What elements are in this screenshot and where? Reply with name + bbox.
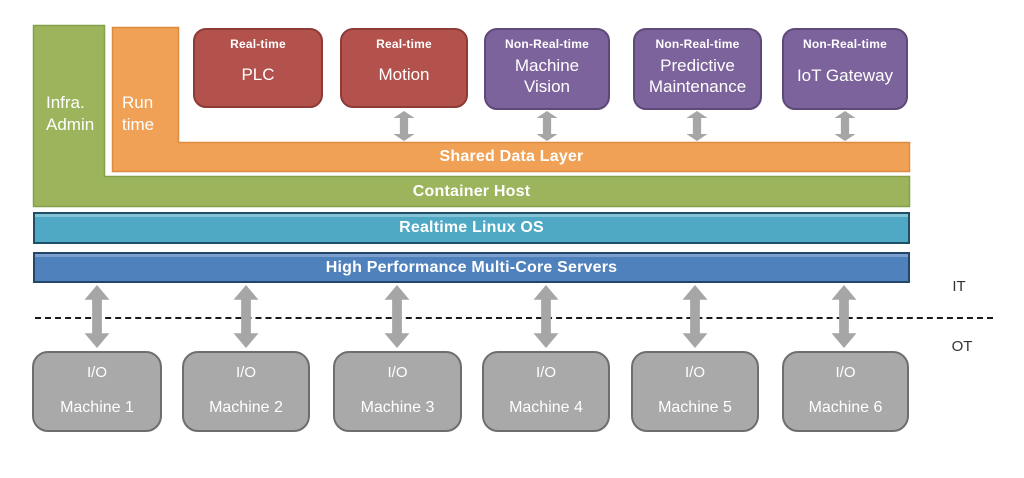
machine-3-io-label: I/O (387, 364, 408, 381)
machine-6-io-label: I/O (835, 364, 856, 381)
arrow-motion-shared-data (393, 111, 415, 141)
machine-5-io-label: I/O (684, 364, 705, 381)
arrow-servers-machine-2 (233, 285, 259, 348)
app-box-predictive-maintenance: Non-Real-time Predictive Maintenance (633, 28, 762, 110)
app-box-predictive-maintenance-label: Predictive Maintenance (648, 55, 747, 96)
arrow-iot-gateway-shared-data (834, 111, 856, 141)
infra-admin-label: Infra. Admin (46, 93, 95, 135)
arrow-servers-machine-5 (682, 285, 708, 348)
app-box-machine-vision-label: Machine Vision (514, 55, 580, 96)
layer-container-host: Container Host (412, 182, 531, 200)
app-box-iot-gateway-label: IoT Gateway (796, 66, 894, 86)
machine-box-2: I/O Machine 2 (182, 351, 310, 432)
app-box-plc-tag: Real-time (230, 37, 286, 51)
machine-2-label: Machine 2 (209, 399, 283, 416)
app-box-motion-label: Motion (378, 65, 430, 85)
runtime-label: Run time (122, 93, 155, 135)
arrow-machine-vision-shared-data (536, 111, 558, 141)
layer-servers: High Performance Multi-Core Servers (33, 252, 910, 283)
machine-box-1: I/O Machine 1 (32, 351, 162, 432)
machine-1-io-label: I/O (86, 364, 107, 381)
layer-shared-data: Shared Data Layer (439, 148, 584, 165)
it-zone-label: IT (952, 278, 966, 295)
app-box-machine-vision-tag: Non-Real-time (505, 37, 589, 51)
ot-zone-label: OT (951, 338, 973, 355)
machine-4-label: Machine 4 (509, 399, 583, 416)
app-box-plc-label: PLC (241, 65, 275, 85)
app-box-predictive-maintenance-tag: Non-Real-time (655, 37, 740, 51)
machine-6-label: Machine 6 (808, 399, 883, 416)
machine-2-io-label: I/O (235, 364, 256, 381)
layer-realtime-linux-os-label: Realtime Linux OS (399, 219, 544, 236)
machine-5-label: Machine 5 (658, 399, 732, 416)
layer-realtime-linux-os: Realtime Linux OS (33, 212, 910, 244)
arrow-servers-machine-3 (384, 285, 410, 348)
app-box-machine-vision: Non-Real-time Machine Vision (484, 28, 610, 110)
machine-box-6: I/O Machine 6 (782, 351, 909, 432)
arrow-servers-machine-4 (533, 285, 559, 348)
machine-box-4: I/O Machine 4 (482, 351, 610, 432)
layer-servers-label: High Performance Multi-Core Servers (325, 258, 618, 276)
arrow-servers-machine-1 (84, 285, 110, 348)
machine-1-label: Machine 1 (60, 399, 134, 416)
it-ot-divider-line (35, 317, 993, 319)
app-box-motion-tag: Real-time (376, 37, 432, 51)
app-box-plc: Real-time PLC (193, 28, 323, 108)
app-box-motion: Real-time Motion (340, 28, 468, 108)
arrow-predictive-maintenance-shared-data (686, 111, 708, 141)
app-box-iot-gateway: Non-Real-time IoT Gateway (782, 28, 908, 110)
machine-3-label: Machine 3 (360, 399, 435, 416)
machine-box-5: I/O Machine 5 (631, 351, 759, 432)
app-box-iot-gateway-tag: Non-Real-time (803, 37, 887, 51)
machine-box-3: I/O Machine 3 (333, 351, 462, 432)
machine-4-io-label: I/O (535, 364, 556, 381)
arrow-servers-machine-6 (831, 285, 857, 348)
